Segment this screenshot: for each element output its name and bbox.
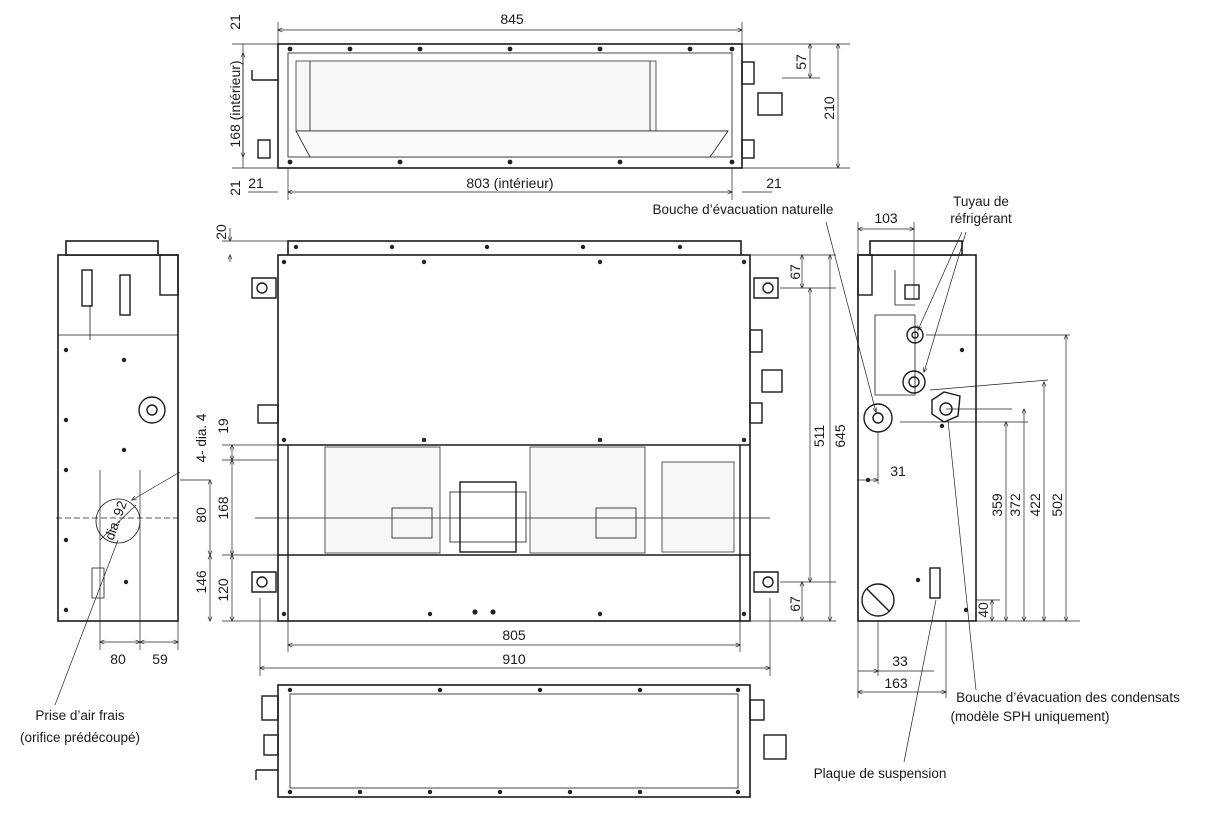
front-view-upper-gap: 19 bbox=[215, 418, 231, 434]
top-view-left-margin: 21 bbox=[248, 175, 264, 191]
left-view-hole-offset: 80 bbox=[193, 507, 209, 523]
top-view: 845 803 (intérieur) 21 21 21 21 168 (int… bbox=[227, 11, 850, 200]
top-view-right-margin: 21 bbox=[766, 175, 782, 191]
right-view-dim-40: 40 bbox=[975, 602, 991, 618]
left-view-bottom-x1: 80 bbox=[110, 651, 126, 667]
front-view-lower-height: 146 bbox=[193, 570, 209, 594]
front-view-total-height: 645 bbox=[832, 424, 848, 448]
left-side-view: 4- dia. 4 dia. 92 80 80 59 bbox=[54, 240, 210, 706]
left-view-casing bbox=[57, 254, 179, 622]
top-view-inner-height: 168 (intérieur) bbox=[227, 60, 243, 147]
front-view: 20 67 67 511 645 19 168 146 120 805 910 bbox=[193, 224, 848, 676]
front-view-lower-offset: 120 bbox=[215, 578, 231, 602]
bottom-view-bolts bbox=[287, 687, 741, 795]
label-condensate-line2: (modèle SPH uniquement) bbox=[950, 709, 1109, 724]
front-view-hanger-offset-top: 67 bbox=[787, 264, 803, 280]
top-view-connector-offset: 57 bbox=[793, 54, 809, 70]
top-view-bottom-margin: 21 bbox=[227, 180, 243, 196]
right-view-dim-422: 422 bbox=[1027, 493, 1043, 517]
label-natural-drain: Bouche d’évacuation naturelle bbox=[653, 202, 834, 217]
label-fresh-air-line2: (orifice prédécoupé) bbox=[20, 730, 140, 745]
label-fresh-air-line1: Prise d’air frais bbox=[35, 708, 125, 723]
right-view-casing bbox=[857, 254, 977, 622]
left-view-hole-count: 4- dia. 4 bbox=[194, 413, 209, 462]
right-view-dim-372: 372 bbox=[1007, 493, 1023, 517]
right-view-top-offset: 103 bbox=[874, 210, 898, 226]
left-view-dots bbox=[63, 347, 129, 613]
right-view-drain-offset: 31 bbox=[890, 463, 906, 479]
label-refrigerant-line1: Tuyau de bbox=[953, 194, 1009, 209]
label-suspension-plate: Plaque de suspension bbox=[814, 766, 947, 781]
front-view-casing bbox=[277, 254, 751, 622]
left-view-bottom-x2: 59 bbox=[152, 651, 168, 667]
label-refrigerant-line2: réfrigérant bbox=[950, 211, 1012, 226]
callouts: Bouche d’évacuation naturelle Tuyau de r… bbox=[20, 194, 1180, 781]
front-view-hanger-offset-bottom: 67 bbox=[787, 596, 803, 612]
right-side-view: 103 31 359 372 422 502 40 33 163 bbox=[857, 210, 1080, 698]
front-view-opening-width: 805 bbox=[502, 627, 526, 643]
right-view-dim-163: 163 bbox=[884, 675, 908, 691]
right-view-dim-359: 359 bbox=[989, 493, 1005, 517]
right-view-dim-502: 502 bbox=[1049, 493, 1065, 517]
front-view-bolts bbox=[281, 244, 747, 617]
label-condensate-line1: Bouche d’évacuation des condensats bbox=[956, 690, 1180, 705]
top-view-inner-width: 803 (intérieur) bbox=[466, 175, 553, 191]
bottom-view-casing bbox=[277, 684, 751, 798]
front-view-opening-height: 168 bbox=[215, 496, 231, 520]
top-view-height: 210 bbox=[821, 96, 837, 120]
top-view-width: 845 bbox=[500, 11, 524, 27]
top-view-bolts bbox=[287, 46, 735, 165]
bottom-view bbox=[255, 684, 787, 798]
front-view-top-offset: 20 bbox=[213, 224, 229, 240]
front-view-hanger-spacing: 511 bbox=[811, 425, 827, 448]
top-view-top-margin: 21 bbox=[227, 14, 243, 30]
right-view-dim-33: 33 bbox=[892, 653, 908, 669]
front-view-total-width: 910 bbox=[502, 651, 526, 667]
